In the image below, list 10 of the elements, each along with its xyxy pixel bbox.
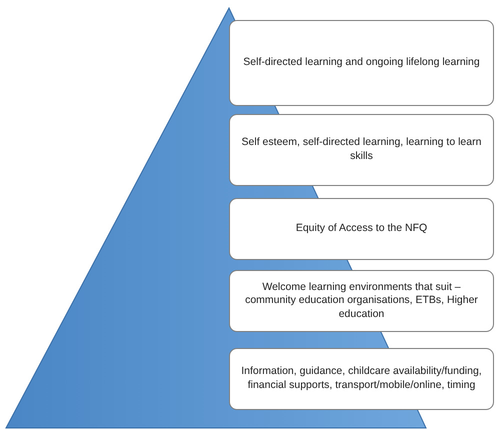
level-text: Welcome learning environments that suit – community education organisations, ETBs, Higher education	[244, 280, 479, 322]
level-box	[229, 114, 494, 186]
level-text: Self esteem, self-directed learning, learning to learn skills	[240, 136, 482, 164]
level-box	[229, 270, 494, 332]
level-text: Equity of Access to the NFQ	[296, 222, 428, 236]
level-text: Self-directed learning and ongoing lifelong learning	[243, 56, 480, 70]
level-text: Information, guidance, childcare availability/funding, financial supports, transport/mobile/online, timing	[240, 365, 483, 393]
level-box	[229, 348, 494, 410]
level-box	[229, 198, 494, 260]
level-box	[229, 20, 494, 106]
